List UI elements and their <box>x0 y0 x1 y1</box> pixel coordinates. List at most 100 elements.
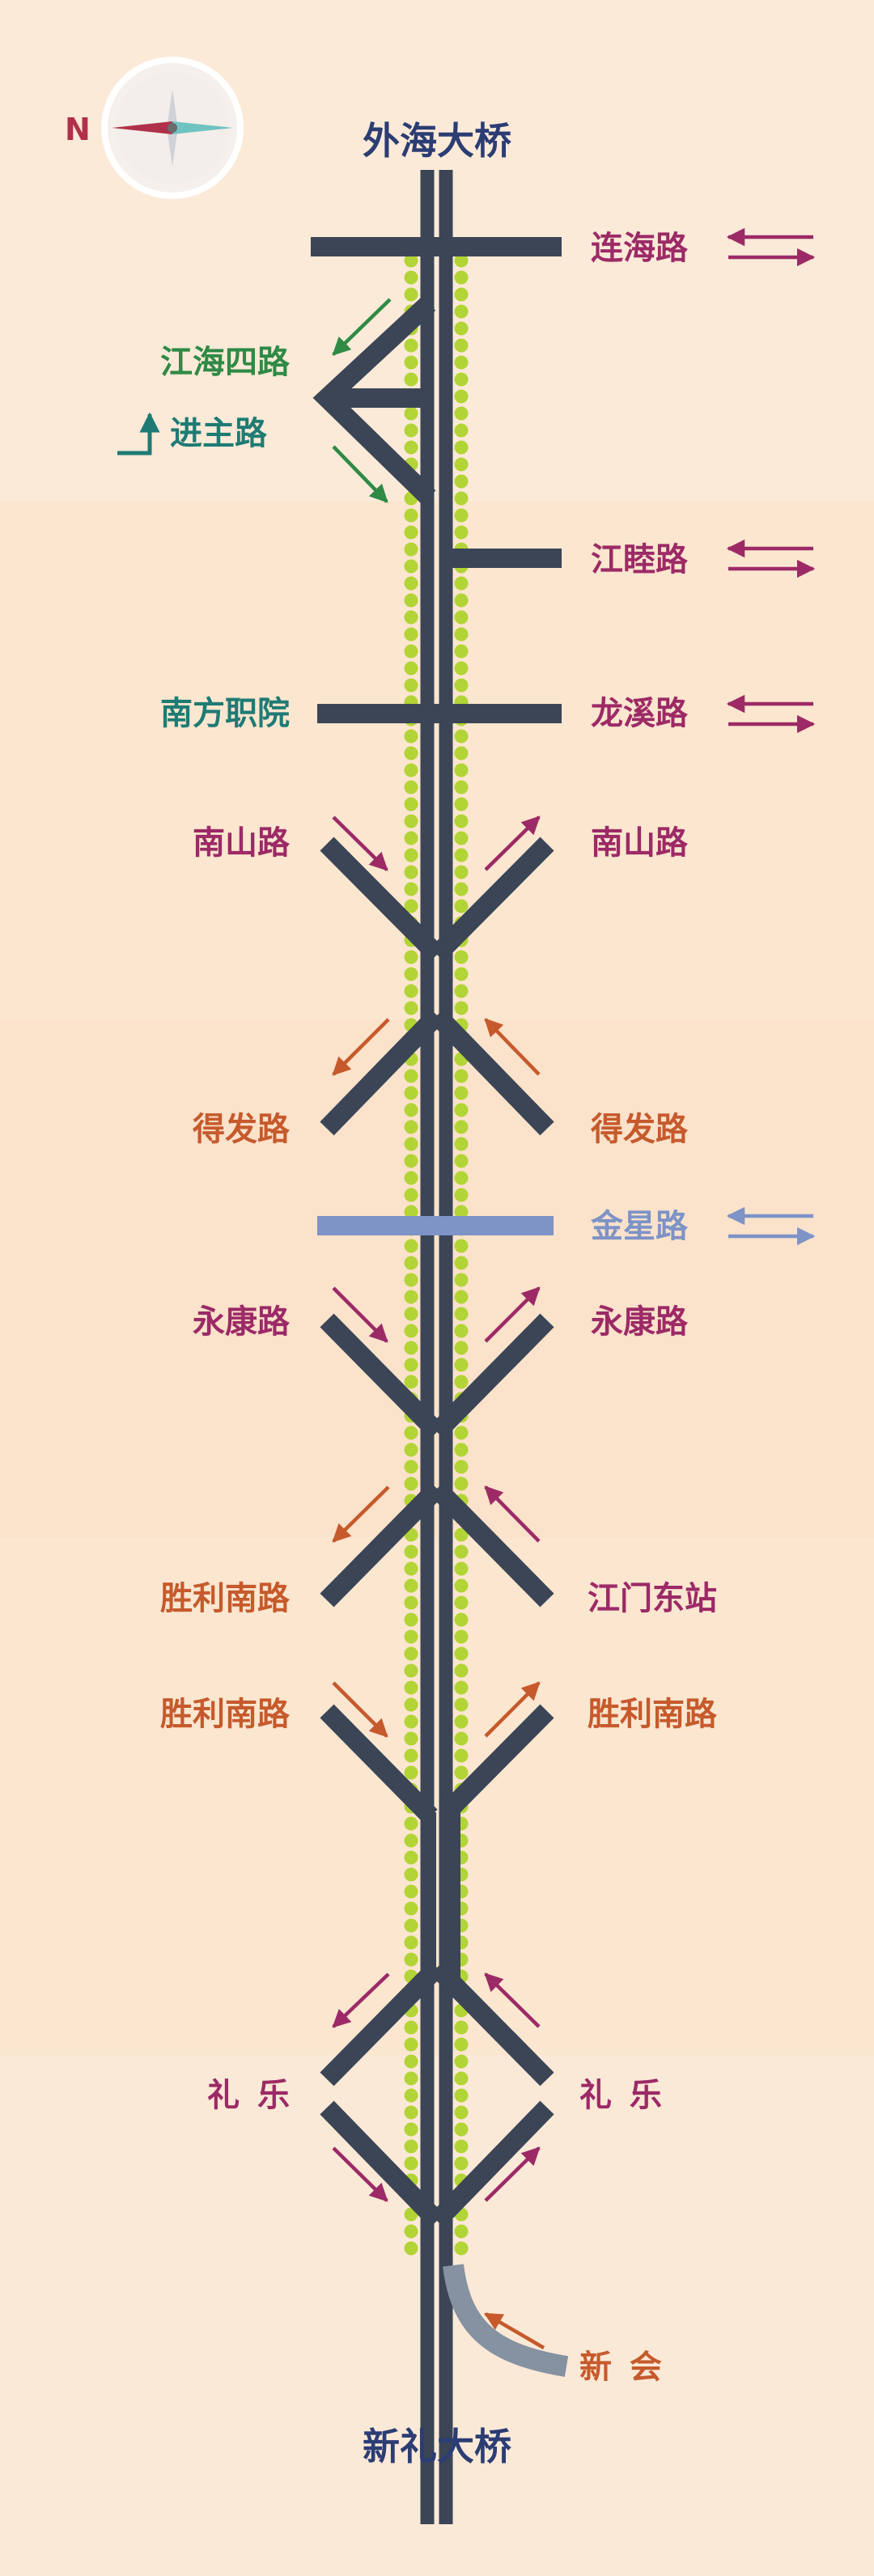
greenbelt-dot <box>454 882 469 896</box>
label-nanshan-road-right: 南山路 <box>591 824 688 862</box>
greenbelt-dot <box>404 1324 418 1338</box>
greenbelt-dot <box>404 797 418 811</box>
greenbelt-dot <box>404 2054 418 2069</box>
greenbelt-dot <box>404 2224 418 2239</box>
greenbelt-dot <box>454 1290 469 1304</box>
greenbelt-dot <box>404 950 418 964</box>
label-lile-right: 礼 乐 <box>579 2077 662 2114</box>
greenbelt-dot <box>404 644 418 659</box>
greenbelt-dot <box>404 1137 418 1151</box>
label-yongkang-road-left: 永康路 <box>193 1303 290 1341</box>
greenbelt-dot <box>404 440 418 455</box>
greenbelt-dot <box>454 1324 469 1338</box>
ramps-and-crossroads <box>311 237 562 2228</box>
greenbelt-dot <box>404 508 418 523</box>
greenbelt-dot <box>404 610 418 625</box>
greenbelt-dot <box>404 1833 418 1848</box>
greenbelt-dot <box>404 1816 418 1831</box>
greenbelt-dot <box>404 1731 418 1746</box>
greenbelt-dot <box>454 1375 469 1389</box>
greenbelt-dot <box>454 1629 469 1644</box>
greenbelt-dot <box>404 780 418 794</box>
greenbelt-dot <box>454 1273 469 1287</box>
label-shengli-south-road-right: 胜利南路 <box>588 1696 717 1733</box>
greenbelt-dot <box>404 1935 418 1950</box>
greenbelt-dot <box>454 270 469 285</box>
label-longxi-road: 龙溪路 <box>591 695 688 732</box>
greenbelt-dot <box>404 1561 418 1576</box>
greenbelt-dot <box>454 2156 469 2171</box>
greenbelt-dot <box>404 1290 418 1304</box>
compass-icon <box>101 57 244 199</box>
greenbelt-dot <box>404 627 418 642</box>
greenbelt-dot <box>454 1460 469 1474</box>
label-lile-left: 礼 乐 <box>207 2077 290 2114</box>
greenbelt-dot <box>404 1273 418 1287</box>
greenbelt-dot <box>454 253 469 268</box>
greenbelt-dot <box>404 1188 418 1202</box>
greenbelt-dot <box>454 967 469 981</box>
label-jinxing-road: 金星路 <box>591 1208 688 1245</box>
greenbelt-dot <box>404 2037 418 2052</box>
greenbelt-dot <box>404 2156 418 2171</box>
greenbelt-dot <box>404 1069 418 1083</box>
greenbelt-dot <box>454 1069 469 1083</box>
greenbelt-dot <box>404 593 418 608</box>
greenbelt-dot <box>404 1663 418 1678</box>
compass-north-label: N <box>65 112 91 147</box>
greenbelt-dot <box>454 831 469 845</box>
greenbelt-dot <box>454 1171 469 1185</box>
greenbelt-dot <box>454 440 469 455</box>
greenbelt-dot <box>454 848 469 862</box>
greenbelt-dot <box>454 1731 469 1746</box>
greenbelt-dot <box>404 1205 418 1219</box>
label-lianhai-road: 连海路 <box>591 230 688 267</box>
greenbelt-dot <box>404 678 418 693</box>
greenbelt-dot <box>404 1578 418 1593</box>
greenbelt-dot <box>404 423 418 438</box>
greenbelt-dot <box>454 1680 469 1695</box>
greenbelt-dot <box>454 287 469 302</box>
greenbelt-dot <box>454 1527 469 1542</box>
greenbelt-dot <box>454 2139 469 2154</box>
direction-arrows <box>117 227 816 2349</box>
label-jianghai-4th-road: 江海四路 <box>160 344 290 381</box>
greenbelt-dot <box>404 1646 418 1661</box>
greenbelt-dot <box>454 1663 469 1678</box>
greenbelt-dot <box>404 1544 418 1559</box>
greenbelt-dot <box>404 1358 418 1372</box>
greenbelt-dot <box>454 406 469 421</box>
greenbelt-dot <box>454 457 469 472</box>
greenbelt-dot <box>404 1850 418 1865</box>
top-bridge-label: 外海大桥 <box>363 119 511 163</box>
greenbelt-dot <box>454 355 469 370</box>
greenbelt-dot <box>404 1714 418 1729</box>
greenbelt-dot <box>454 780 469 794</box>
label-shengli-south-road-left-lower: 胜利南路 <box>160 1696 290 1733</box>
greenbelt-dot <box>404 899 418 913</box>
greenbelt-dot <box>404 848 418 862</box>
greenbelt-dot <box>454 2071 469 2086</box>
greenbelt-dot <box>404 270 418 285</box>
greenbelt-dot <box>454 1561 469 1576</box>
greenbelt-dot <box>404 542 418 557</box>
greenbelt-dot <box>454 746 469 761</box>
greenbelt-dot <box>454 763 469 777</box>
greenbelt-dot <box>454 729 469 744</box>
greenbelt-dot <box>404 865 418 879</box>
greenbelt-dot <box>404 1612 418 1627</box>
greenbelt-dot <box>454 1188 469 1202</box>
greenbelt-dot <box>404 967 418 981</box>
label-shengli-south-road-left-upper: 胜利南路 <box>160 1580 290 1617</box>
label-yongkang-road-right: 永康路 <box>591 1303 688 1341</box>
greenbelt-dot <box>404 1595 418 1610</box>
greenbelt-dot <box>454 1578 469 1593</box>
greenbelt-dot <box>454 1714 469 1729</box>
greenbelt-dot <box>404 1867 418 1882</box>
greenbelt-dot <box>404 1375 418 1389</box>
greenbelt-dot <box>404 1477 418 1491</box>
greenbelt-dot <box>404 831 418 845</box>
label-jiangmen-east-station: 江门东站 <box>588 1580 717 1617</box>
